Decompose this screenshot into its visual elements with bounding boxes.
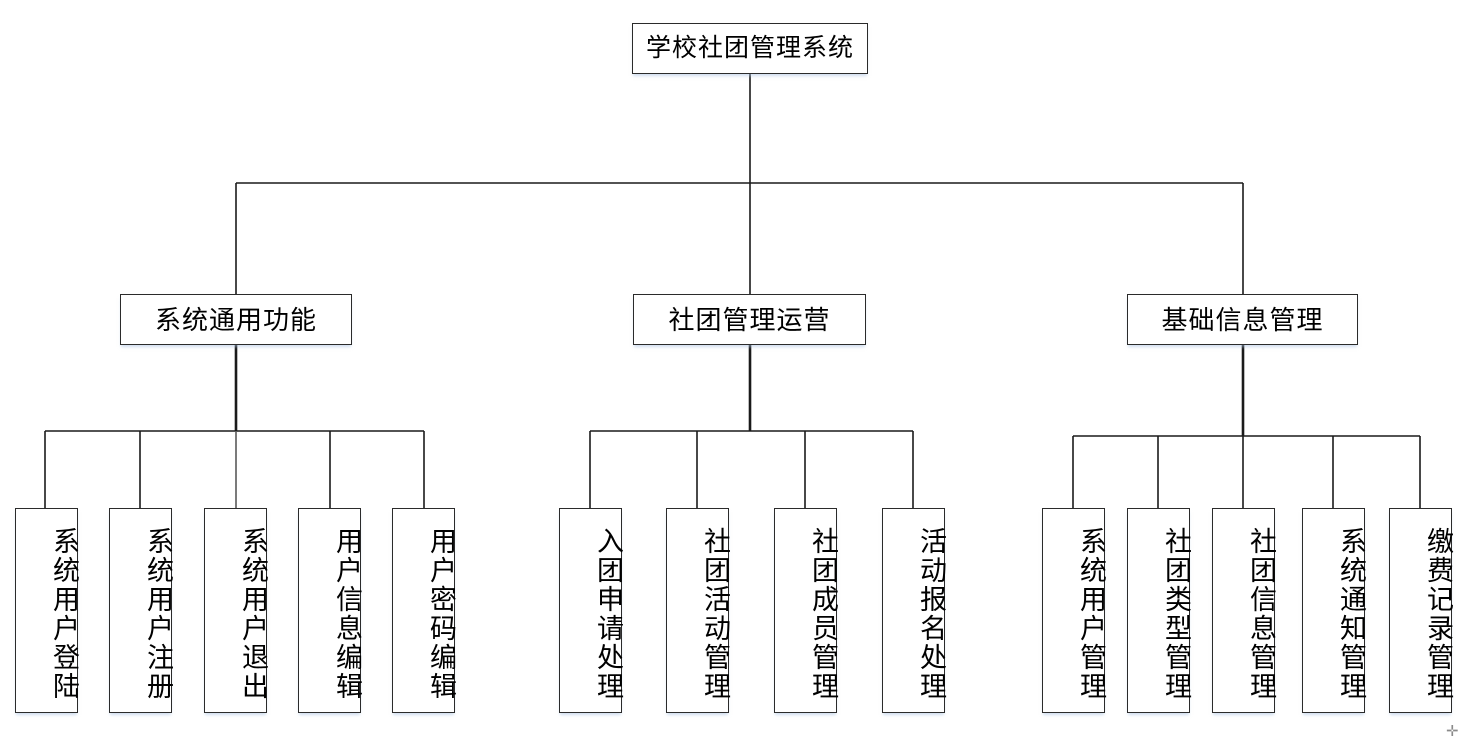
cursor-plus-icon: ✛ bbox=[1446, 722, 1459, 739]
leaf-node-club-info-management[interactable]: 社团信息管理 bbox=[1212, 508, 1276, 713]
leaf-node-user-password-edit[interactable]: 用户密码编辑 bbox=[392, 508, 456, 713]
leaf-node-system-notice-management[interactable]: 系统通知管理 bbox=[1302, 508, 1366, 713]
leaf-node-activity-signup-processing[interactable]: 活动报名处理 bbox=[882, 508, 946, 713]
root-node[interactable]: 学校社团管理系统 bbox=[632, 23, 868, 74]
branch-node-basic-information-management[interactable]: 基础信息管理 bbox=[1127, 294, 1358, 345]
leaf-node-payment-record-management[interactable]: 缴费记录管理 bbox=[1389, 508, 1453, 713]
leaf-node-club-member-management[interactable]: 社团成员管理 bbox=[774, 508, 838, 713]
leaf-node-system-user-management[interactable]: 系统用户管理 bbox=[1042, 508, 1106, 713]
leaf-node-user-login[interactable]: 系统用户登陆 bbox=[15, 508, 79, 713]
leaf-node-user-logout[interactable]: 系统用户退出 bbox=[204, 508, 268, 713]
leaf-node-user-info-edit[interactable]: 用户信息编辑 bbox=[298, 508, 362, 713]
branch-node-club-management-operations[interactable]: 社团管理运营 bbox=[633, 294, 866, 345]
leaf-node-user-register[interactable]: 系统用户注册 bbox=[109, 508, 173, 713]
branch-node-system-common-functions[interactable]: 系统通用功能 bbox=[120, 294, 352, 345]
leaf-node-club-activity-management[interactable]: 社团活动管理 bbox=[666, 508, 730, 713]
leaf-node-join-application-processing[interactable]: 入团申请处理 bbox=[559, 508, 623, 713]
leaf-node-club-type-management[interactable]: 社团类型管理 bbox=[1127, 508, 1191, 713]
